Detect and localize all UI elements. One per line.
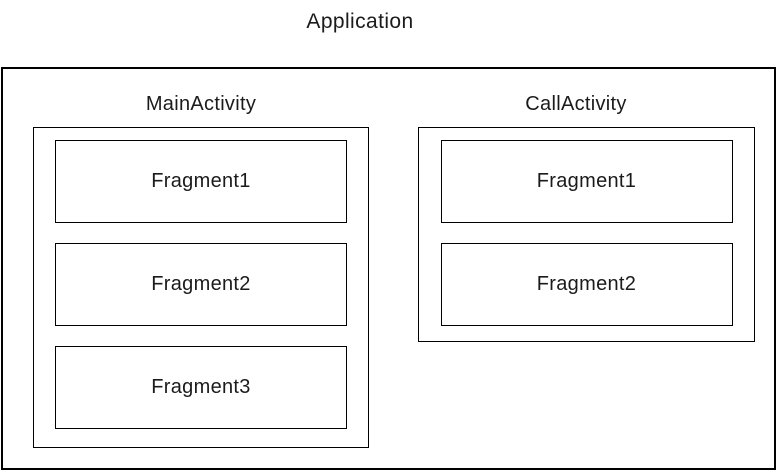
fragment-box: Fragment2: [440, 243, 733, 326]
application-label: Application: [306, 10, 414, 33]
fragment-box: Fragment1: [55, 140, 347, 223]
fragment-label: Fragment3: [151, 376, 251, 398]
call-activity-label: CallActivity: [525, 93, 627, 115]
fragment-label: Fragment1: [536, 170, 637, 192]
fragment-label: Fragment1: [151, 170, 251, 192]
fragment-box: Fragment3: [55, 346, 347, 429]
fragment-box: Fragment2: [55, 243, 347, 326]
fragment-box: Fragment1: [440, 140, 733, 223]
main-activity-label: MainActivity: [145, 93, 257, 115]
fragment-label: Fragment2: [151, 273, 251, 295]
fragment-label: Fragment2: [536, 273, 637, 295]
